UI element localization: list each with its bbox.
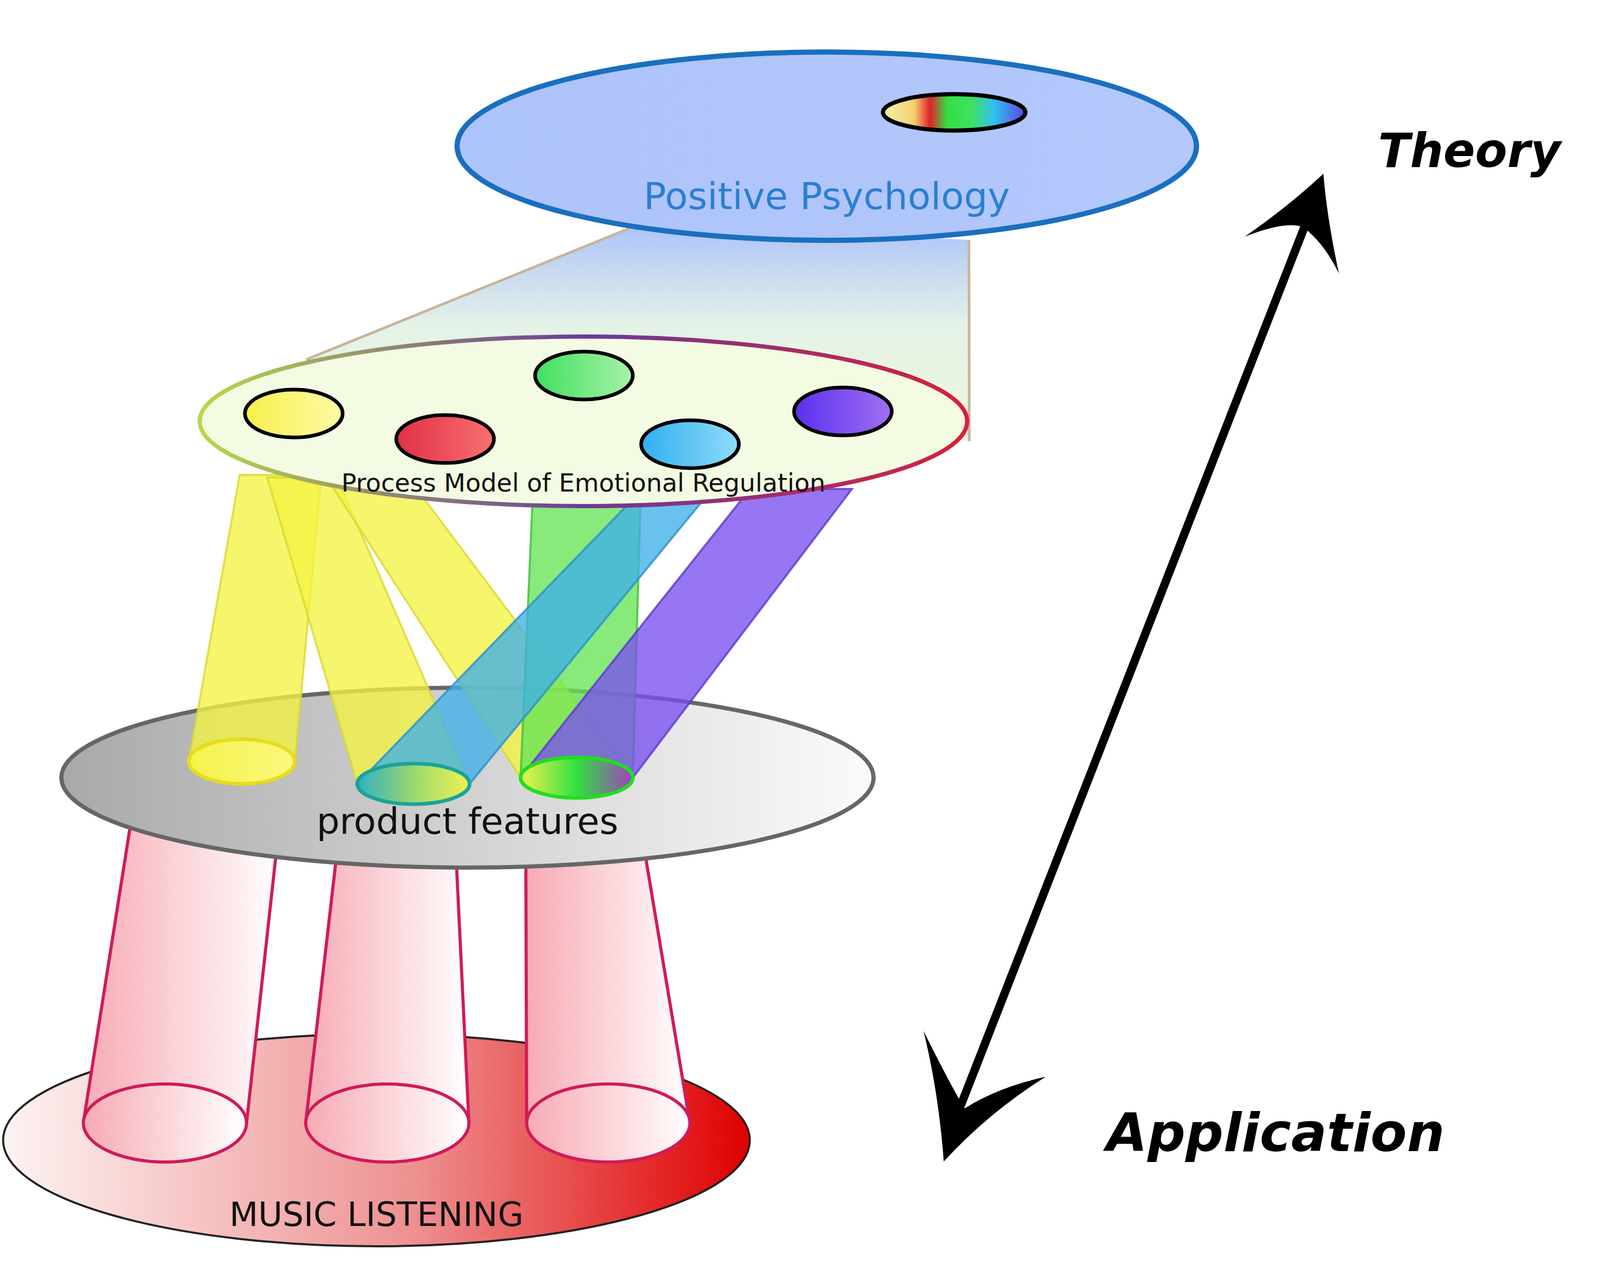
emotion-beam <box>188 474 322 762</box>
connector <box>188 474 852 804</box>
projection-band <box>306 226 970 441</box>
tube-edge <box>525 811 527 1123</box>
strategy-dot <box>641 420 739 468</box>
tube-end <box>83 1083 247 1162</box>
model-ellipse: Process Model of Emotional Regulation <box>197 334 970 509</box>
beam-end <box>188 738 295 784</box>
emotion-beam <box>520 499 641 778</box>
arrow-shaft <box>955 218 1308 1118</box>
tube-edge <box>638 811 691 1123</box>
ellipse-outline <box>59 685 876 870</box>
axis-label: Application <box>1041 1106 1510 1160</box>
ellipse-shape <box>61 687 874 868</box>
tube-edge <box>83 811 133 1123</box>
strategy-dot <box>535 351 633 400</box>
strategy-dot <box>794 387 892 436</box>
beam-end <box>520 757 633 798</box>
node-label: Process Model of Emotional Regulation <box>197 470 970 496</box>
strategy-dot <box>396 414 494 463</box>
node-label: Positive Psychology <box>454 177 1200 215</box>
connector <box>306 226 970 441</box>
theory-ellipse: Positive Psychology <box>454 49 1200 243</box>
application-ellipse: MUSIC LISTENING <box>2 1032 751 1247</box>
emotion-beam <box>357 499 705 784</box>
arrow-head <box>923 1030 1046 1162</box>
listening-tube <box>525 811 691 1123</box>
tube-edge <box>305 811 342 1123</box>
projection-edge <box>306 226 633 360</box>
tube-end <box>526 1083 691 1162</box>
beam-end <box>357 763 470 804</box>
axis-label: Theory <box>1235 127 1600 175</box>
projection-edge <box>967 239 971 441</box>
emotion-beam <box>267 477 470 784</box>
connector <box>83 811 691 1162</box>
emotion-beam <box>326 477 633 778</box>
tube-edge <box>453 811 470 1123</box>
emotion-beam <box>520 488 852 778</box>
tube-edge <box>246 811 281 1123</box>
tube-end <box>305 1083 470 1162</box>
arrow-head <box>1244 173 1339 274</box>
strategy-dot <box>244 389 343 438</box>
node-label: MUSIC LISTENING <box>2 1197 751 1231</box>
feature-ellipse: product features <box>59 685 876 870</box>
listening-tube <box>83 811 281 1123</box>
listening-tube <box>305 811 470 1123</box>
spectrum-symbol <box>882 94 1026 131</box>
node-label: product features <box>59 802 876 840</box>
